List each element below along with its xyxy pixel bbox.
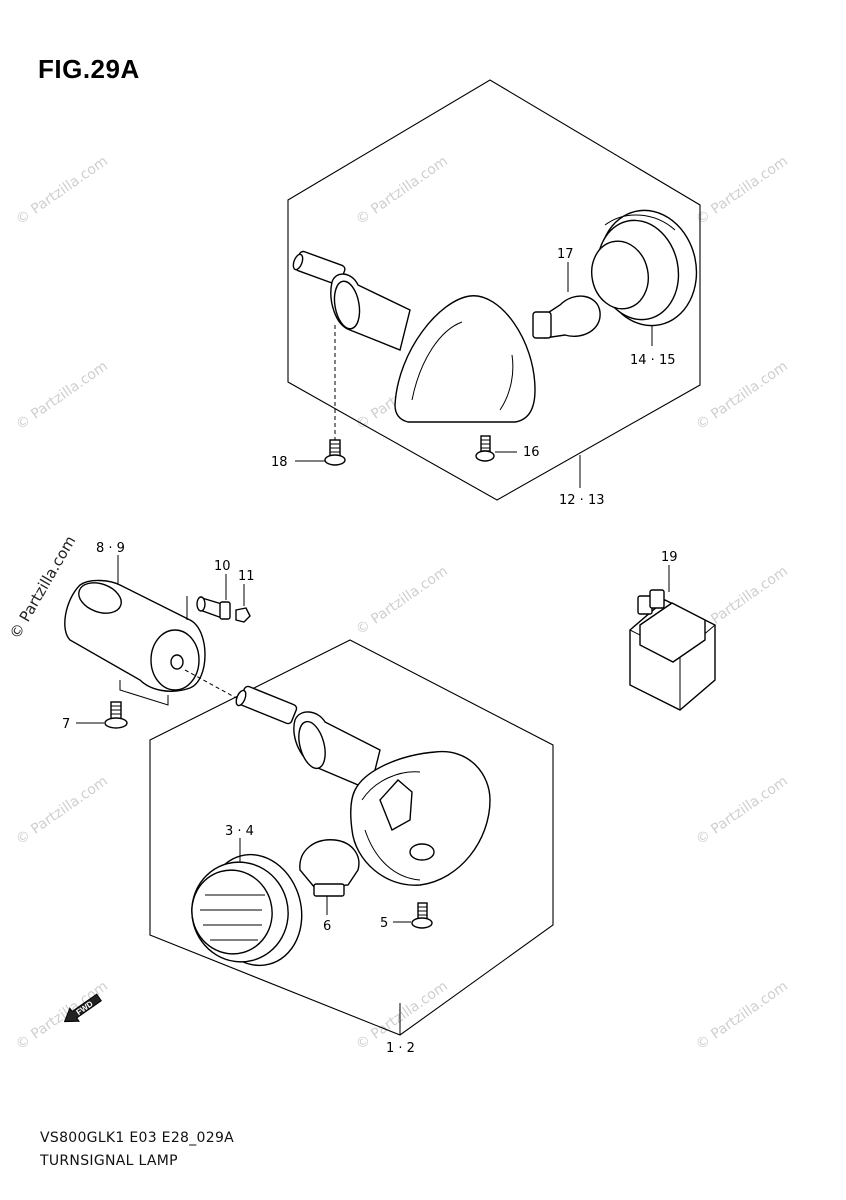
- callout-3-4: 3 · 4: [225, 824, 254, 839]
- watermark: © Partzilla.com: [353, 563, 451, 638]
- callout-19: 19: [661, 550, 678, 565]
- screw-16: [475, 435, 517, 462]
- top-lamp-housing: [394, 295, 536, 423]
- relay-19: [629, 565, 716, 711]
- callout-10: 10: [214, 559, 231, 574]
- watermark: © Partzilla.com: [13, 978, 111, 1053]
- watermark: © Partzilla.com: [693, 153, 791, 228]
- screw-7: [76, 701, 128, 729]
- screw-18: [295, 439, 346, 466]
- callout-11: 11: [238, 569, 255, 584]
- callout-14-15: 14 · 15: [630, 353, 675, 368]
- callout-18: 18: [271, 455, 288, 470]
- callout-17: 17: [557, 247, 574, 262]
- callout-16: 16: [523, 445, 540, 460]
- watermark: © Partzilla.com: [13, 358, 111, 433]
- watermark: © Partzilla.com: [693, 358, 791, 433]
- callout-5: 5: [380, 916, 388, 931]
- bolt-10: [196, 574, 231, 620]
- bottom-lamp-housing: [350, 750, 491, 886]
- callout-12-13: 12 · 13: [559, 493, 604, 508]
- bottom-bulb: [299, 839, 360, 915]
- top-lens: [591, 209, 698, 346]
- bottom-lamp-stem: [235, 685, 381, 791]
- figure-code: VS800GLK1 E03 E28_029A: [40, 1130, 235, 1146]
- top-lamp-stem: [292, 250, 411, 440]
- watermark: © Partzilla.com: [693, 773, 791, 848]
- mount-bracket: [64, 555, 241, 706]
- callout-8-9: 8 · 9: [96, 541, 125, 556]
- bracket-dash: [184, 669, 241, 701]
- callout-6: 6: [323, 919, 331, 934]
- figure-name: TURNSIGNAL LAMP: [40, 1153, 178, 1169]
- watermark: © Partzilla.com: [13, 773, 111, 848]
- top-bulb: [532, 262, 601, 339]
- watermark: © Partzilla.com: [353, 153, 451, 228]
- screw-5: [393, 902, 433, 929]
- figure-title: FIG.29A: [38, 54, 140, 84]
- watermark: © Partzilla.com: [13, 153, 111, 228]
- watermark: © Partzilla.com: [693, 978, 791, 1053]
- top-assembly-box: [287, 79, 701, 501]
- callout-7: 7: [62, 717, 70, 732]
- callout-1-2: 1 · 2: [386, 1041, 415, 1056]
- bottom-lens: [191, 838, 303, 967]
- bottom-assembly-box: [149, 639, 554, 1036]
- nut-11: [235, 584, 251, 623]
